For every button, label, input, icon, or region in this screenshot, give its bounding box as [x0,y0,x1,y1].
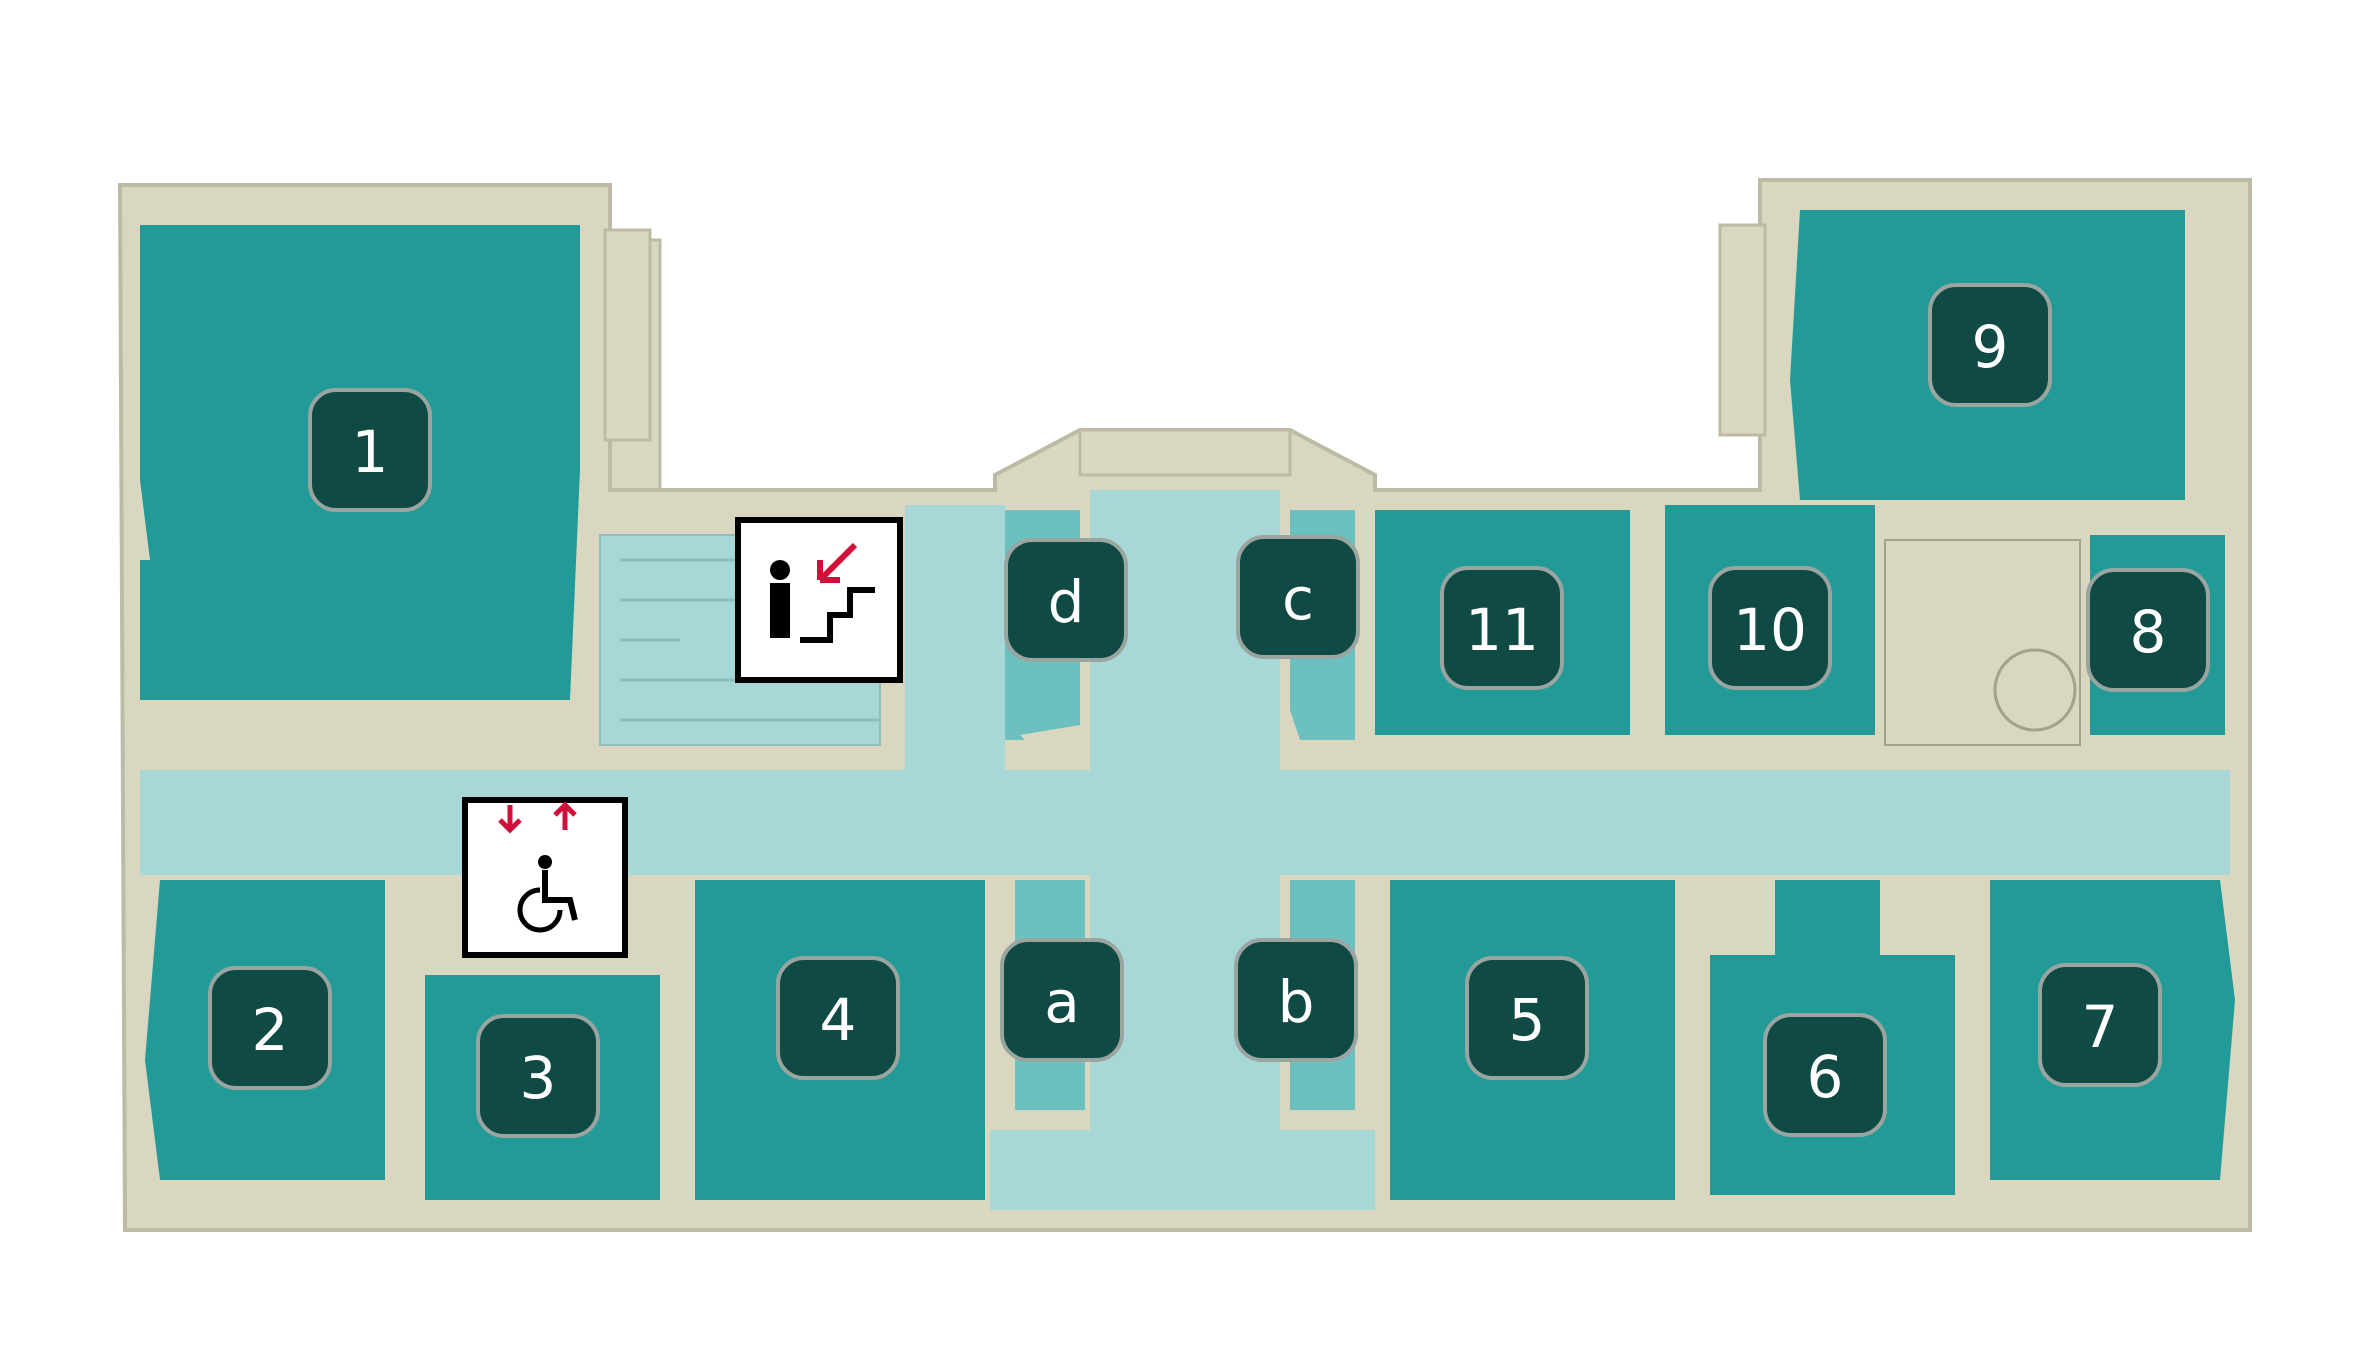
corridor-stair-link [905,505,1005,770]
room-badge-a[interactable]: a [1000,938,1124,1062]
room-badge-box [308,388,432,512]
room-label: 2 [252,996,289,1064]
room-label: 8 [2130,598,2167,666]
room-badges: 1 2 3 4 5 6 7 8 9 10 11 a b c d [208,283,2210,1138]
room-badge-7[interactable]: 7 [2038,963,2162,1087]
room-label: 9 [1972,313,2009,381]
room-badge-box [1236,535,1360,659]
wall-bay-right [1718,223,1767,437]
room-badge-box [1465,956,1589,1080]
room-label: 4 [820,986,857,1054]
room-label: 11 [1465,596,1539,664]
spiral-staircase [1884,539,2081,746]
corridor-bottom [990,1130,1375,1210]
room-label: 6 [1807,1043,1844,1111]
room-badge-box [208,966,332,1090]
room-badge-b[interactable]: b [1234,938,1358,1062]
wall-bay-top [1078,428,1292,477]
room-badge-c[interactable]: c [1236,535,1360,659]
room-badge-box [776,956,900,1080]
room-label: 7 [2082,993,2119,1061]
room-badge-4[interactable]: 4 [776,956,900,1080]
room-badge-5[interactable]: 5 [1465,956,1589,1080]
accessible-elevator-icon [462,797,628,958]
room-badge-box [2038,963,2162,1087]
room-label: 5 [1509,986,1546,1054]
wall-bay-left [603,228,652,442]
room-badge-d[interactable]: d [1004,538,1128,662]
room-badge-10[interactable]: 10 [1708,566,1832,690]
room-badge-box [2086,568,2210,692]
room-badge-box [1708,566,1832,690]
room-badge-8[interactable]: 8 [2086,568,2210,692]
room-badge-6[interactable]: 6 [1763,1013,1887,1137]
room-badge-box [1234,938,1358,1062]
room-label: d [1048,568,1085,636]
room-label: 1 [352,418,389,486]
room-badge-2[interactable]: 2 [208,966,332,1090]
room-badge-box [1004,538,1128,662]
room-label: 10 [1733,596,1807,664]
room-badge-9[interactable]: 9 [1928,283,2052,407]
room-label: 3 [520,1044,557,1112]
room-badge-1[interactable]: 1 [308,388,432,512]
room-badge-box [1763,1013,1887,1137]
room-badge-box [1928,283,2052,407]
room-badge-11[interactable]: 11 [1440,566,1564,690]
spiral-staircase-core [1993,648,2077,732]
room-label: b [1278,968,1315,1036]
room-label: c [1282,565,1314,633]
room-badge-box [1000,938,1124,1062]
room-badge-3[interactable]: 3 [476,1014,600,1138]
room-badge-box [476,1014,600,1138]
room-badge-box [1440,566,1564,690]
room-label: a [1044,968,1080,1036]
stairs-down-icon [735,517,903,683]
